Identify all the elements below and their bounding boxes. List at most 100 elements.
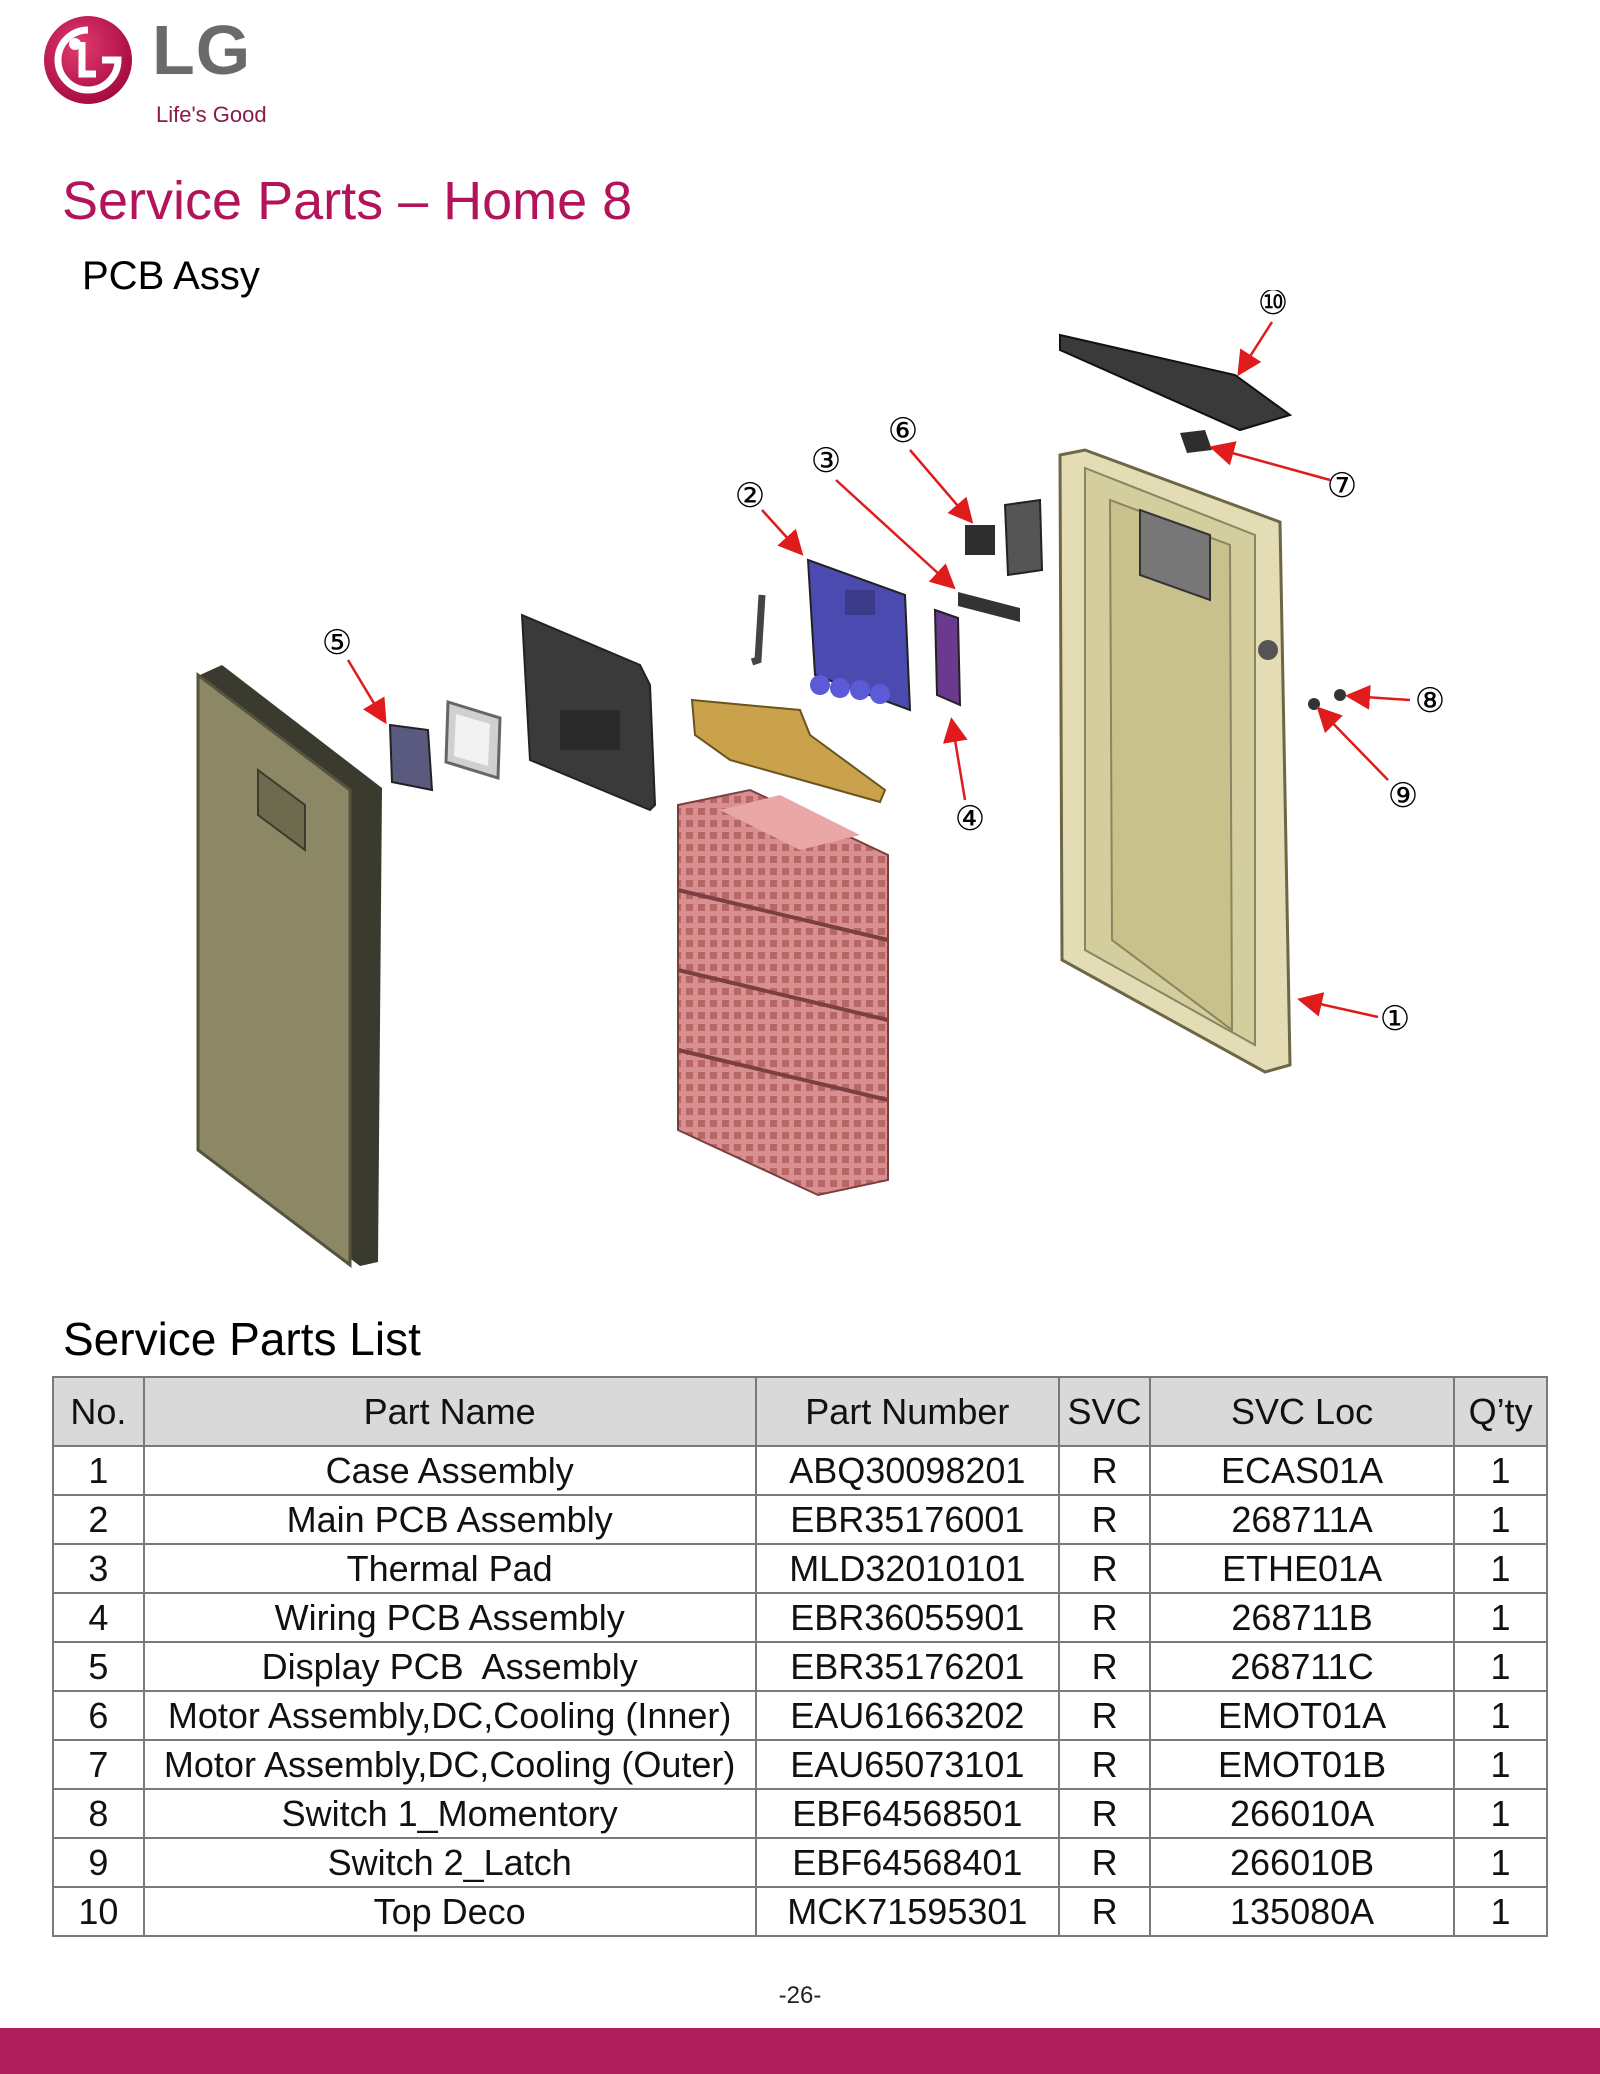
table-row: 10 Top Deco MCK71595301 R 135080A 1 bbox=[52, 1886, 1548, 1937]
cell-svc: R bbox=[1058, 1543, 1152, 1594]
cell-svc-loc: 266010A bbox=[1149, 1788, 1456, 1839]
arrow-3 bbox=[835, 479, 956, 590]
cell-part-number: EAU65073101 bbox=[754, 1739, 1061, 1790]
harness-bracket bbox=[690, 698, 887, 804]
cell-svc-loc: 268711B bbox=[1149, 1592, 1456, 1643]
cell-part-number: MCK71595301 bbox=[754, 1886, 1061, 1937]
cell-svc: R bbox=[1058, 1837, 1152, 1888]
callout-1: ① bbox=[1380, 999, 1410, 1039]
table-row: 2 Main PCB Assembly EBR35176001 R 268711… bbox=[52, 1494, 1548, 1545]
cell-svc: R bbox=[1058, 1690, 1152, 1741]
cell-no: 8 bbox=[52, 1788, 145, 1839]
display-pcb bbox=[388, 723, 434, 792]
cell-svc-loc: ECAS01A bbox=[1149, 1445, 1456, 1496]
cell-svc: R bbox=[1058, 1445, 1152, 1496]
front-cover-panel bbox=[196, 665, 382, 1269]
table-row: 5 Display PCB Assembly EBR35176201 R 268… bbox=[52, 1641, 1548, 1692]
cell-qty: 1 bbox=[1453, 1543, 1548, 1594]
cell-part-name: Motor Assembly,DC,Cooling (Inner) bbox=[142, 1690, 757, 1741]
lg-tagline: Life's Good bbox=[156, 102, 267, 127]
cell-part-name: Case Assembly bbox=[142, 1445, 757, 1496]
cell-no: 10 bbox=[52, 1886, 145, 1937]
cell-part-number: EBF64568501 bbox=[754, 1788, 1061, 1839]
thermal-pad bbox=[958, 592, 1020, 622]
cell-no: 2 bbox=[52, 1494, 145, 1545]
cell-part-name: Switch 2_Latch bbox=[142, 1837, 757, 1888]
callout-2: ② bbox=[735, 476, 765, 516]
cell-part-name: Switch 1_Momentory bbox=[142, 1788, 757, 1839]
table-row: 3 Thermal Pad MLD32010101 R ETHE01A 1 bbox=[52, 1543, 1548, 1594]
switch-latch bbox=[1308, 698, 1320, 710]
battery-modules bbox=[677, 788, 889, 1197]
cell-svc-loc: 268711C bbox=[1149, 1641, 1456, 1692]
table-row: 6 Motor Assembly,DC,Cooling (Inner) EAU6… bbox=[52, 1690, 1548, 1741]
pcb-handle bbox=[750, 594, 766, 666]
cell-no: 3 bbox=[52, 1543, 145, 1594]
arrow-1 bbox=[1297, 992, 1379, 1019]
cell-part-number: MLD32010101 bbox=[754, 1543, 1061, 1594]
cell-qty: 1 bbox=[1453, 1837, 1548, 1888]
cell-svc: R bbox=[1058, 1592, 1152, 1643]
case-assembly bbox=[1058, 448, 1292, 1074]
arrow-8 bbox=[1345, 684, 1411, 710]
lg-wordmark: LG bbox=[152, 11, 252, 89]
cell-part-name: Display PCB Assembly bbox=[142, 1641, 757, 1692]
cell-svc-loc: EMOT01B bbox=[1149, 1739, 1456, 1790]
table-row: 1 Case Assembly ABQ30098201 R ECAS01A 1 bbox=[52, 1445, 1548, 1496]
cell-svc: R bbox=[1058, 1494, 1152, 1545]
column-header-qty: Q’ty bbox=[1453, 1376, 1548, 1447]
cell-qty: 1 bbox=[1453, 1592, 1548, 1643]
table-row: 8 Switch 1_Momentory EBF64568501 R 26601… bbox=[52, 1788, 1548, 1839]
switch-momentary bbox=[1334, 689, 1346, 701]
page-title: Service Parts – Home 8 bbox=[62, 171, 633, 231]
cell-no: 7 bbox=[52, 1739, 145, 1790]
callout-7: ⑦ bbox=[1327, 466, 1357, 506]
arrow-5 bbox=[346, 659, 387, 725]
column-header-svc: SVC bbox=[1058, 1376, 1152, 1447]
callout-3: ③ bbox=[811, 441, 841, 481]
outer-motor bbox=[1180, 430, 1212, 453]
cell-qty: 1 bbox=[1453, 1641, 1548, 1692]
cell-part-number: EBR35176201 bbox=[754, 1641, 1061, 1692]
arrow-6 bbox=[909, 449, 974, 524]
footer-bar bbox=[0, 2028, 1600, 2074]
column-header-svc-loc: SVC Loc bbox=[1149, 1376, 1456, 1447]
cell-no: 6 bbox=[52, 1690, 145, 1741]
cell-part-number: EBR35176001 bbox=[754, 1494, 1061, 1545]
cell-svc: R bbox=[1058, 1788, 1152, 1839]
cell-no: 9 bbox=[52, 1837, 145, 1888]
parts-table: No. Part Name Part Number SVC SVC Loc Q’… bbox=[52, 1376, 1548, 1937]
table-row: 7 Motor Assembly,DC,Cooling (Outer) EAU6… bbox=[52, 1739, 1548, 1790]
inner-cover bbox=[520, 613, 657, 812]
exploded-view-diagram: ① ② ③ ④ ⑤ ⑥ ⑦ ⑧ ⑨ ⑩ bbox=[196, 290, 1445, 1269]
callout-5: ⑤ bbox=[322, 623, 352, 663]
cell-svc-loc: 266010B bbox=[1149, 1837, 1456, 1888]
cell-part-number: EBF64568401 bbox=[754, 1837, 1061, 1888]
cell-qty: 1 bbox=[1453, 1739, 1548, 1790]
callout-8: ⑧ bbox=[1415, 681, 1445, 721]
arrow-2 bbox=[761, 509, 804, 556]
cell-no: 5 bbox=[52, 1641, 145, 1692]
cell-no: 4 bbox=[52, 1592, 145, 1643]
callout-9: ⑨ bbox=[1388, 776, 1418, 816]
cell-part-name: Thermal Pad bbox=[142, 1543, 757, 1594]
cell-svc: R bbox=[1058, 1739, 1152, 1790]
callout-arrows bbox=[346, 321, 1411, 1019]
cell-svc-loc: 268711A bbox=[1149, 1494, 1456, 1545]
cell-qty: 1 bbox=[1453, 1690, 1548, 1741]
cell-part-number: ABQ30098201 bbox=[754, 1445, 1061, 1496]
cell-svc-loc: 135080A bbox=[1149, 1886, 1456, 1937]
inner-motor bbox=[965, 525, 995, 555]
main-pcb bbox=[806, 558, 912, 712]
cell-part-name: Wiring PCB Assembly bbox=[142, 1592, 757, 1643]
cell-qty: 1 bbox=[1453, 1494, 1548, 1545]
cell-part-number: EAU61663202 bbox=[754, 1690, 1061, 1741]
table-row: 9 Switch 2_Latch EBF64568401 R 266010B 1 bbox=[52, 1837, 1548, 1888]
arrow-4 bbox=[942, 717, 968, 801]
cell-qty: 1 bbox=[1453, 1886, 1548, 1937]
cell-part-name: Top Deco bbox=[142, 1886, 757, 1937]
section-subtitle: PCB Assy bbox=[82, 254, 260, 298]
cell-part-name: Motor Assembly,DC,Cooling (Outer) bbox=[142, 1739, 757, 1790]
arrow-9 bbox=[1316, 706, 1389, 781]
callout-6: ⑥ bbox=[888, 411, 918, 451]
